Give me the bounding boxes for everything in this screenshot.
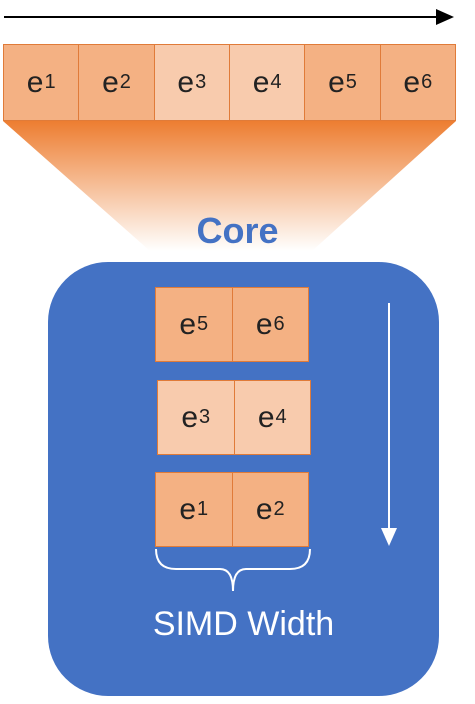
funnel-gradient bbox=[3, 121, 456, 251]
core-label: Core bbox=[196, 210, 279, 251]
processing-order-arrow-line bbox=[388, 303, 390, 533]
simd-width-brace-icon bbox=[155, 548, 311, 592]
top-arrow-head-icon bbox=[436, 9, 454, 25]
simd-width-label: SIMD Width bbox=[152, 605, 335, 643]
top-arrow-line bbox=[4, 16, 444, 18]
processing-order-arrow-head-icon bbox=[381, 528, 397, 546]
